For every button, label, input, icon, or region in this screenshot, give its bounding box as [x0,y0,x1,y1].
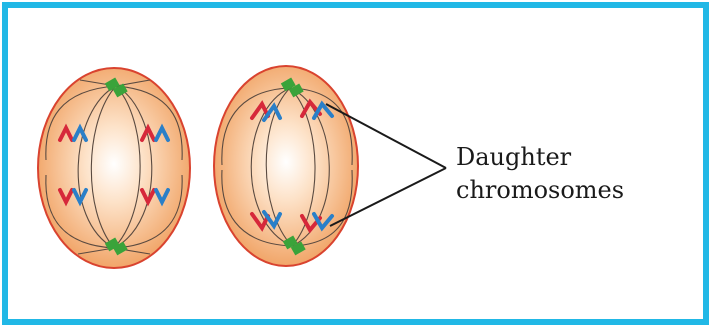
cell-membrane [38,68,190,268]
label-line-2: chromosomes [456,176,624,204]
cell-late-anaphase [214,66,358,266]
label-line-1: Daughter [456,143,572,171]
cell-membrane [214,66,358,266]
daughter-chromosomes-label: Daughter chromosomes [456,143,624,204]
cell-early-anaphase [38,68,190,268]
